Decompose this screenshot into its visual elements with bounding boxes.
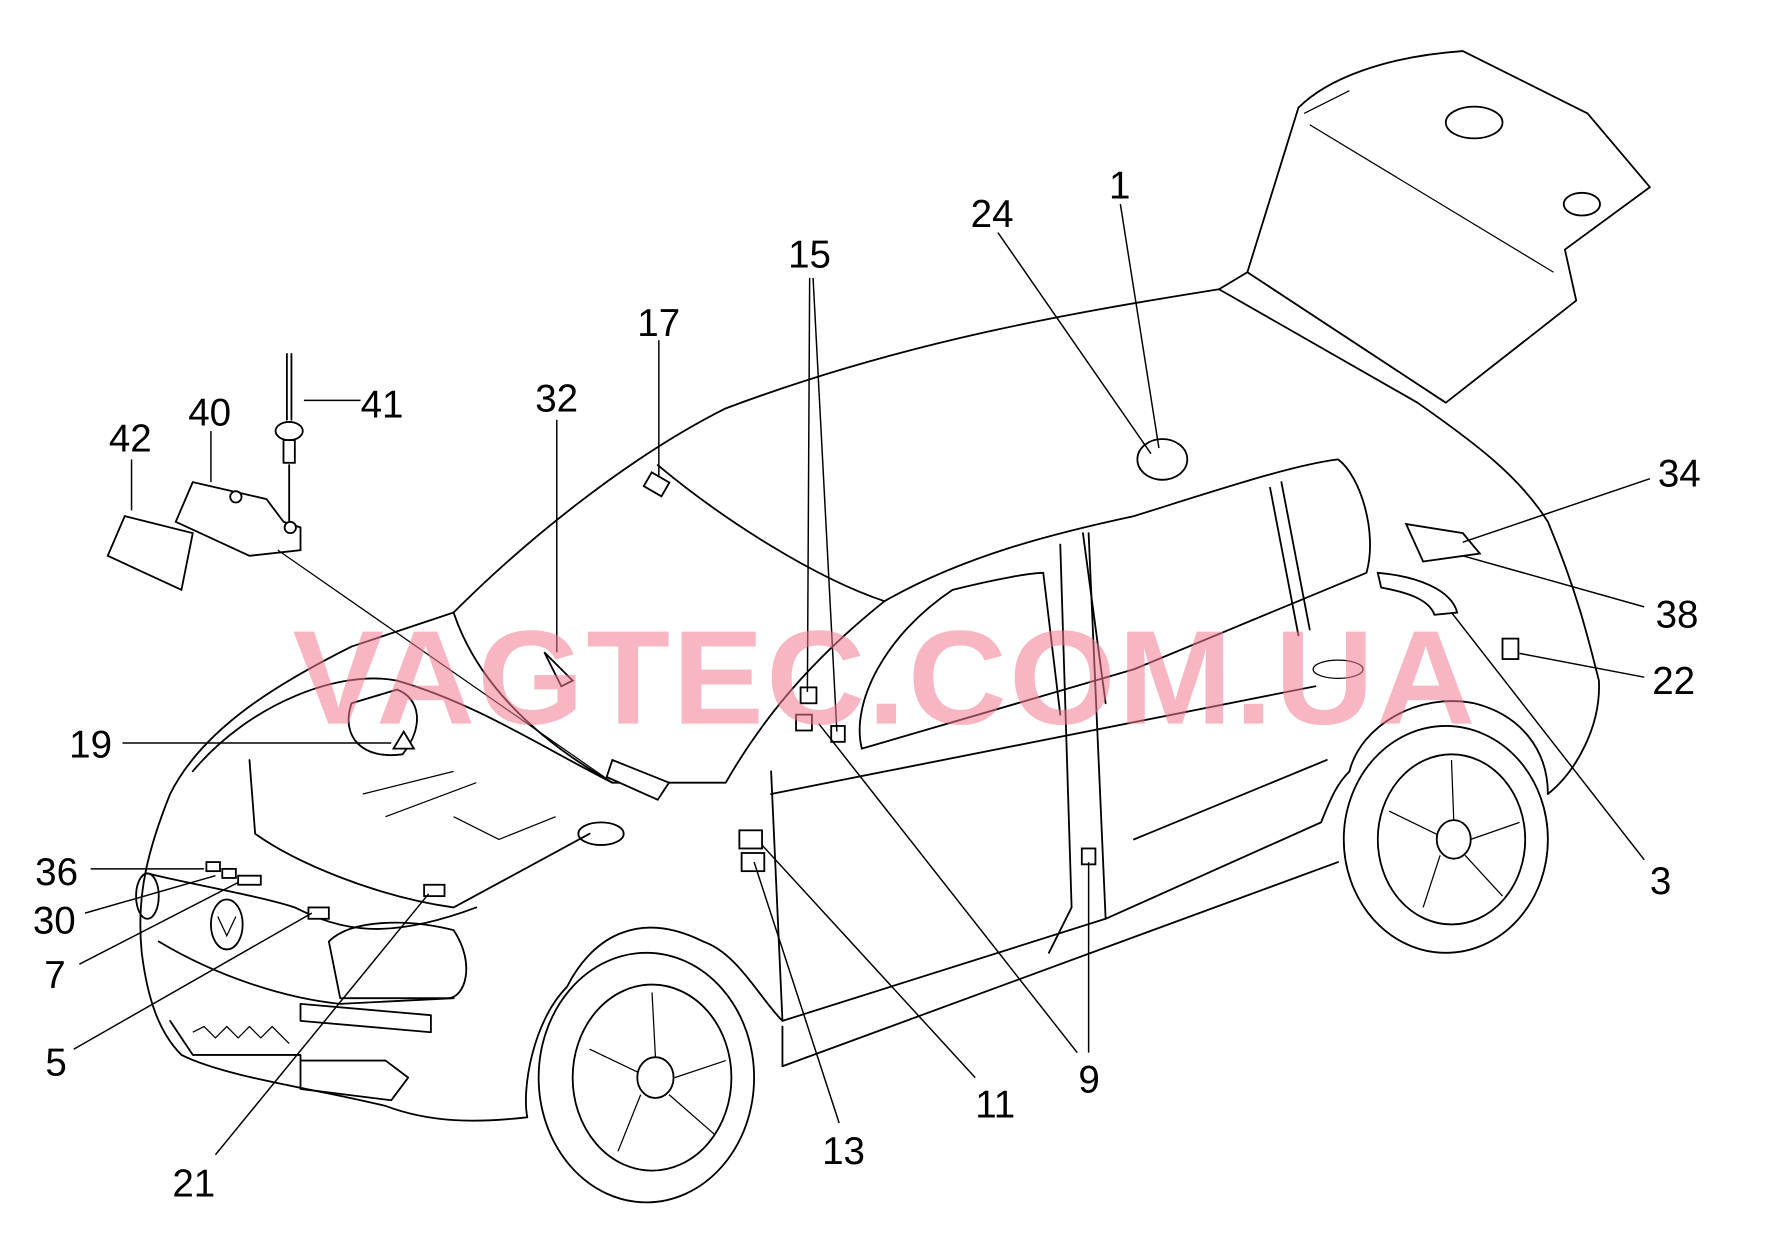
rivet-41	[285, 352, 293, 421]
callout-32: 32	[535, 378, 578, 421]
callout-36: 36	[35, 851, 78, 894]
callout-1: 1	[1109, 164, 1130, 207]
callout-41: 41	[361, 383, 404, 426]
label-plate-42	[106, 515, 194, 592]
callout-40: 40	[188, 391, 231, 434]
sticker-parts	[205, 438, 1520, 920]
loose-parts	[106, 352, 613, 784]
callout-5: 5	[45, 1041, 66, 1084]
callout-34: 34	[1658, 453, 1701, 496]
leader-lines	[73, 204, 1651, 1156]
callout-42: 42	[109, 417, 152, 460]
callout-38: 38	[1656, 593, 1699, 636]
watermark: VAGTEC.COM.UA	[293, 604, 1478, 753]
callout-19: 19	[69, 724, 112, 767]
callout-11: 11	[975, 1083, 1015, 1126]
callout-labels: 1 24 15 17 32 41 40 42 34 38 22 3 19 36 …	[33, 164, 1701, 1205]
callout-7: 7	[44, 954, 65, 997]
callout-21: 21	[172, 1163, 215, 1206]
callout-30: 30	[33, 900, 76, 943]
bracket-40	[174, 481, 302, 557]
callout-9: 9	[1078, 1058, 1099, 1101]
callout-3: 3	[1650, 860, 1671, 903]
callout-15: 15	[788, 234, 831, 277]
callout-24: 24	[971, 193, 1014, 236]
callout-17: 17	[637, 302, 680, 345]
callout-13: 13	[822, 1130, 865, 1173]
callout-22: 22	[1652, 660, 1695, 703]
